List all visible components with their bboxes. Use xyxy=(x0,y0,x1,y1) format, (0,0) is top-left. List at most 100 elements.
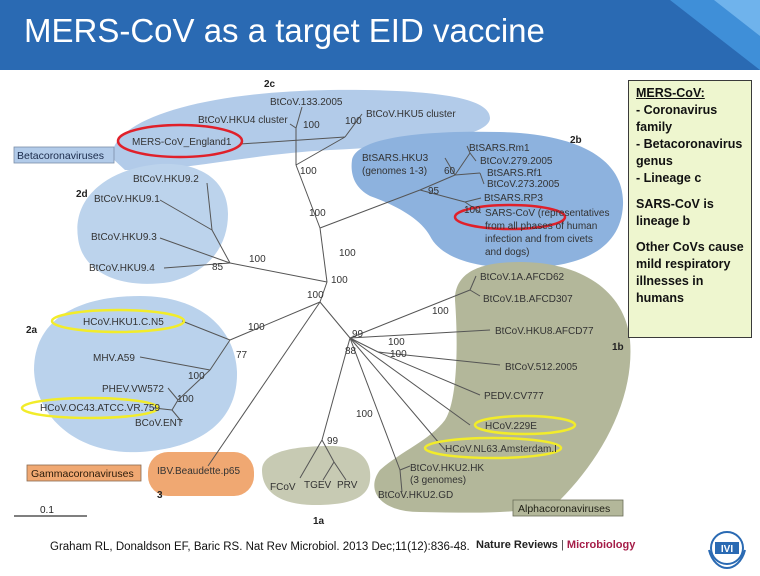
taxon-label-oc43: HCoV.OC43.ATCC.VR.759 xyxy=(40,403,160,414)
taxon-label-sars: infection and from civets xyxy=(485,234,593,245)
bootstrap-value: 100 xyxy=(300,166,317,177)
taxon-label: BtCoV.1A.AFCD62 xyxy=(480,272,565,283)
taxon-label: BtCoV.HKU4 cluster xyxy=(198,115,288,126)
clade-2b-region xyxy=(351,131,624,268)
taxon-label-229e: HCoV.229E xyxy=(485,421,537,432)
mers-highlight-ellipse xyxy=(116,123,244,159)
taxon-label-sars: and dogs) xyxy=(485,247,529,258)
sars-highlight-ellipse xyxy=(453,203,567,231)
summary-line: - Lineage c xyxy=(636,171,702,185)
taxon-label: MHV.A59 xyxy=(93,353,135,364)
bootstrap-value: 95 xyxy=(428,186,440,197)
journal-name: Nature Reviews xyxy=(476,539,558,551)
taxon-label: BtCoV.HKU2.GD xyxy=(378,490,453,501)
taxon-label: BCoV.ENT xyxy=(135,418,183,429)
taxon-label: BtCoV.133.2005 xyxy=(270,97,343,108)
summary-line: - Coronavirus xyxy=(636,103,718,117)
summary-line: - Betacoronavirus xyxy=(636,137,743,151)
logo-text: IVI xyxy=(721,544,733,555)
bootstrap-value: 100 xyxy=(390,349,407,360)
bootstrap-value: 100 xyxy=(356,409,373,420)
clade-3-label: 3 xyxy=(157,490,163,501)
bootstrap-value: 100 xyxy=(345,116,362,127)
clade-2b-label: 2b xyxy=(570,135,582,146)
oc43-highlight-ellipse xyxy=(20,396,160,420)
bootstrap-value: 88 xyxy=(345,346,357,357)
clade-2a-region xyxy=(34,296,238,453)
taxon-label: TGEV xyxy=(304,480,332,491)
229e-highlight-ellipse xyxy=(473,414,577,436)
clade-2c-label: 2c xyxy=(264,79,276,90)
summary-line: mild respiratory xyxy=(636,257,731,271)
journal-credit: Nature Reviews | Microbiology xyxy=(476,539,635,551)
hku1-highlight-ellipse xyxy=(50,308,186,334)
taxon-label: BtCoV.279.2005 xyxy=(480,156,553,167)
taxon-label: BtCoV.HKU9.3 xyxy=(91,232,157,243)
taxon-label: BtCoV.HKU9.4 xyxy=(89,263,155,274)
taxon-label-nl63: HCoV.NL63.Amsterdam.I xyxy=(445,444,557,455)
bootstrap-value: 60 xyxy=(444,166,456,177)
clade-3-region xyxy=(148,452,254,496)
bootstrap-value: 100 xyxy=(432,306,449,317)
taxon-label: FCoV xyxy=(270,482,296,493)
clade-2c-region xyxy=(111,89,491,171)
clade-2d-label: 2d xyxy=(76,189,88,200)
taxon-label: BtCoV.1B.AFCD307 xyxy=(483,294,573,305)
summary-line: humans xyxy=(636,291,684,305)
bootstrap-value: 100 xyxy=(331,275,348,286)
bootstrap-value: 85 xyxy=(212,262,224,273)
taxon-label: PRV xyxy=(337,480,358,491)
summary-line: genus xyxy=(636,154,673,168)
bootstrap-value: 100 xyxy=(248,322,265,333)
citation: Graham RL, Donaldson EF, Baric RS. Nat R… xyxy=(50,541,470,553)
taxon-label: (3 genomes) xyxy=(410,475,466,486)
taxon-label-ibv: IBV.Beaudette.p65 xyxy=(157,466,240,477)
taxon-label-mers: MERS-CoV_England1 xyxy=(132,137,232,148)
clade-2d-region xyxy=(77,163,228,284)
bootstrap-value: 99 xyxy=(352,329,364,340)
beta-genus-label: Betacoronaviruses xyxy=(17,150,104,162)
taxon-label: (genomes 1-3) xyxy=(362,166,427,177)
taxon-label-sars: from all phases of human xyxy=(485,221,597,232)
slide-header: MERS-CoV as a target EID vaccine xyxy=(0,0,760,70)
clade-2a-label: 2a xyxy=(26,325,38,336)
bootstrap-value: 100 xyxy=(464,205,481,216)
taxon-label: PHEV.VW572 xyxy=(102,384,164,395)
taxon-label: BtCoV.512.2005 xyxy=(505,362,578,373)
bootstrap-value: 100 xyxy=(307,290,324,301)
taxon-label: BtSARS.Rm1 xyxy=(469,143,530,154)
bootstrap-value: 100 xyxy=(388,337,405,348)
taxon-label: BtCoV.HKU9.2 xyxy=(133,174,199,185)
slide-title: MERS-CoV as a target EID vaccine xyxy=(24,12,545,49)
alpha-genus-label: Alphacoronaviruses xyxy=(518,503,610,515)
clade-1b-label: 1b xyxy=(612,342,624,353)
summary-line: SARS-CoV is xyxy=(636,197,714,211)
taxon-label: PEDV.CV777 xyxy=(484,391,544,402)
summary-line: Other CoVs cause xyxy=(636,240,744,254)
taxon-label: BtCoV.HKU8.AFCD77 xyxy=(495,326,594,337)
clade-1a-region xyxy=(262,446,371,505)
ivi-logo: IVI xyxy=(708,531,746,570)
tree-branches xyxy=(139,106,501,493)
scale-bar-label: 0.1 xyxy=(40,505,54,516)
clade-1b-region xyxy=(374,262,631,513)
journal-subtitle: Microbiology xyxy=(566,539,636,551)
taxon-label: BtCoV.273.2005 xyxy=(487,179,560,190)
bootstrap-value: 99 xyxy=(327,436,339,447)
header-decoration-light xyxy=(714,0,760,36)
bootstrap-value: 100 xyxy=(177,394,194,405)
phylogenetic-tree: Betacoronaviruses Gammacoronaviruses Alp… xyxy=(13,79,631,527)
taxon-label: BtCoV.HKU9.1 xyxy=(94,194,160,205)
summary-line: family xyxy=(636,120,673,134)
taxon-label: BtSARS.RP3 xyxy=(484,193,543,204)
summary-box: MERS-CoV: - Coronavirus family - Betacor… xyxy=(628,80,752,338)
taxon-label: BtSARS.Rf1 xyxy=(487,168,542,179)
bootstrap-value: 77 xyxy=(236,350,248,361)
gamma-genus-box xyxy=(26,464,142,482)
bootstrap-value: 100 xyxy=(339,248,356,259)
clade-1a-label: 1a xyxy=(313,516,325,527)
gamma-genus-label: Gammacoronaviruses xyxy=(31,468,134,480)
alpha-genus-box xyxy=(512,499,624,517)
taxon-label-sars: SARS-CoV (representatives xyxy=(485,208,610,219)
summary-heading: MERS-CoV: xyxy=(636,86,705,100)
